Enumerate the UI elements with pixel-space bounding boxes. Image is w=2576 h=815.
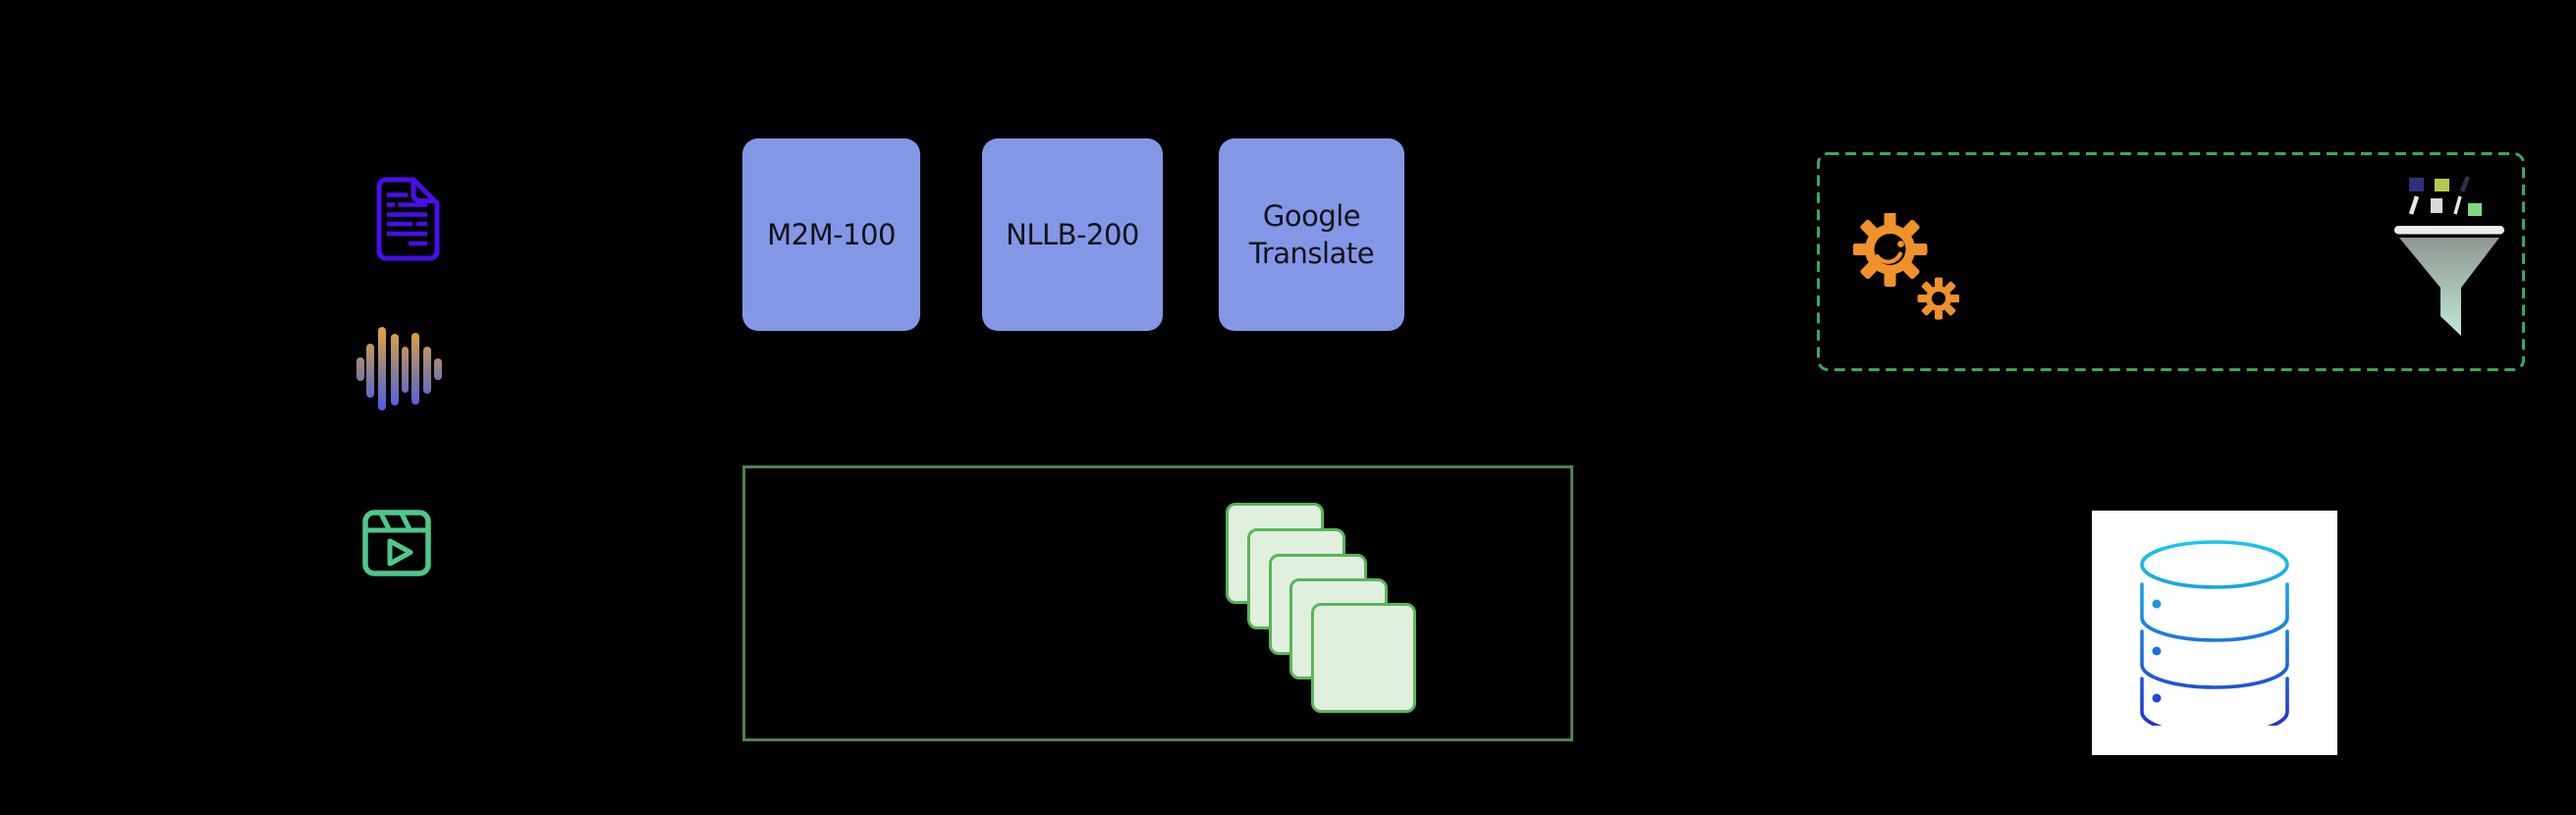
waveform-bar <box>434 358 442 380</box>
processing-dashed-box <box>1817 152 2525 371</box>
database-band <box>2140 677 2289 726</box>
dataset-border-box <box>742 465 1573 741</box>
document-icon <box>376 177 440 261</box>
dashed-border-rect <box>1817 152 2525 371</box>
waveform-bar <box>391 334 399 406</box>
waveform-bar <box>378 327 386 410</box>
dashed-border <box>1817 152 2525 371</box>
database-dots <box>2152 599 2162 703</box>
model-box-google-translate: Google Translate <box>1219 138 1404 331</box>
database-icon <box>2140 540 2289 726</box>
database-band <box>2140 629 2289 689</box>
gears-icon <box>1853 213 1959 320</box>
model-box-nllb-200: NLLB-200 <box>982 138 1163 331</box>
funnel-body <box>2399 238 2499 336</box>
funnel-debris <box>2408 176 2482 216</box>
waveform-bar <box>401 347 409 393</box>
small-gear <box>1917 277 1959 320</box>
stacked-card-front <box>1311 603 1416 713</box>
play-icon <box>387 538 413 567</box>
waveform-bar <box>411 333 419 405</box>
waveform-bar <box>366 344 374 398</box>
video-clapperboard-icon <box>362 510 431 576</box>
clapperboard-slashes <box>378 512 412 531</box>
model-box-m2m-100: M2M-100 <box>742 138 920 331</box>
large-gear <box>1853 213 1928 287</box>
document-text-lines <box>387 192 427 246</box>
funnel-rim <box>2394 226 2504 235</box>
model-label: Google Translate <box>1248 199 1375 270</box>
funnel-filter-icon <box>2394 176 2504 336</box>
database-band <box>2140 582 2289 642</box>
document-fold <box>411 181 436 203</box>
clapperboard-frame <box>362 510 431 576</box>
document-outline <box>376 177 440 261</box>
database-panel <box>2092 511 2337 755</box>
model-label: NLLB-200 <box>1006 218 1139 251</box>
model-label: M2M-100 <box>767 218 896 251</box>
audio-waveform-icon <box>356 327 443 410</box>
database-top <box>2140 540 2289 589</box>
waveform-bar <box>423 347 431 394</box>
waveform-bar <box>356 357 364 381</box>
